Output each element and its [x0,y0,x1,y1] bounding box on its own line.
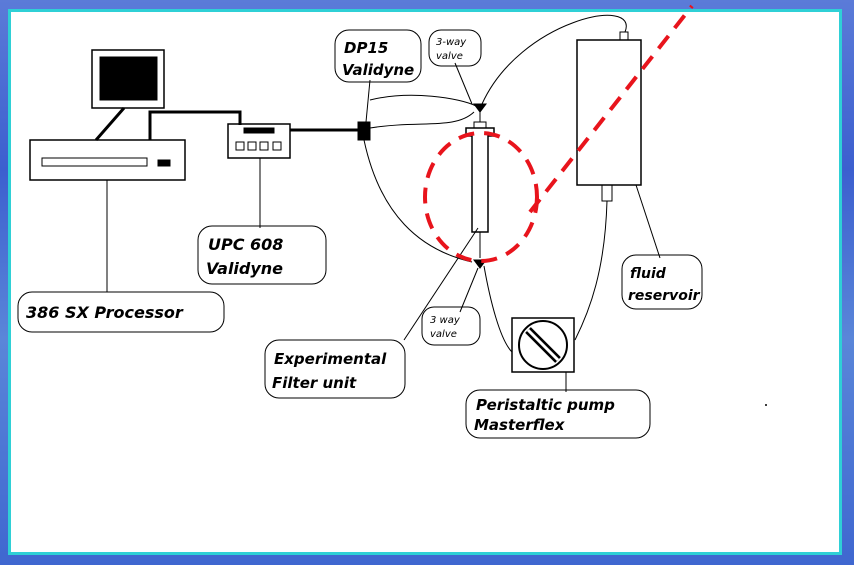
label-filter-line1: Experimental [274,350,387,368]
label-reservoir-line1: fluid [630,266,667,282]
label-filter-line2: Filter unit [272,374,357,392]
dp15-transducer-icon [357,121,371,141]
label-bubble-processor [17,291,225,333]
line-valve-reservoir [481,14,627,105]
label-processor: 386 SX Processor [26,303,184,322]
peristaltic-pump-icon [511,317,575,373]
label-pump-line2: Masterflex [474,416,566,434]
label-dp15-line1: DP15 [344,39,388,57]
line-valve-pump [483,265,513,353]
highlight-strike-line [528,4,694,214]
label-valve-bottom-line1: 3 way [430,315,461,326]
monitor-icon [91,49,165,109]
label-bubble-pump [465,389,651,439]
label-pump-line1: Peristaltic pump [476,396,615,414]
line-dp15-topvalve [369,111,475,129]
stray-dot [765,404,767,406]
leader-reservoir [635,184,661,259]
label-bubble-filter [264,339,406,399]
label-upc-line1: UPC 608 [208,235,283,254]
line-reservoir-pump [574,200,608,341]
leader-valve-top [454,62,473,105]
processor-unit-icon [29,139,186,181]
label-bubble-valve-top [428,29,482,67]
label-bubble-dp15 [334,29,422,83]
label-bubble-upc [197,225,327,285]
reservoir-icon [576,31,642,202]
filter-column-icon [465,103,495,269]
label-valve-top-line1: 3-way [436,37,467,48]
upc-608-icon [227,123,291,159]
label-bubble-valve-bottom [421,306,481,346]
label-valve-bottom-line2: valve [430,329,457,340]
leader-dp15 [365,79,371,123]
label-reservoir-line2: reservoir [628,288,701,304]
label-bubble-reservoir [621,254,703,310]
line-dp15-upper [369,94,477,107]
line-dp15-bottomvalve [363,139,473,263]
label-valve-top-line2: valve [436,51,463,62]
leader-filter [403,227,479,341]
cable-processor-upc [148,110,242,140]
label-upc-line2: Validyne [206,259,283,278]
highlight-ellipse [423,131,539,263]
leader-valve-bottom [459,267,479,313]
monitor-stand [94,107,126,141]
label-dp15-line2: Validyne [342,61,414,79]
